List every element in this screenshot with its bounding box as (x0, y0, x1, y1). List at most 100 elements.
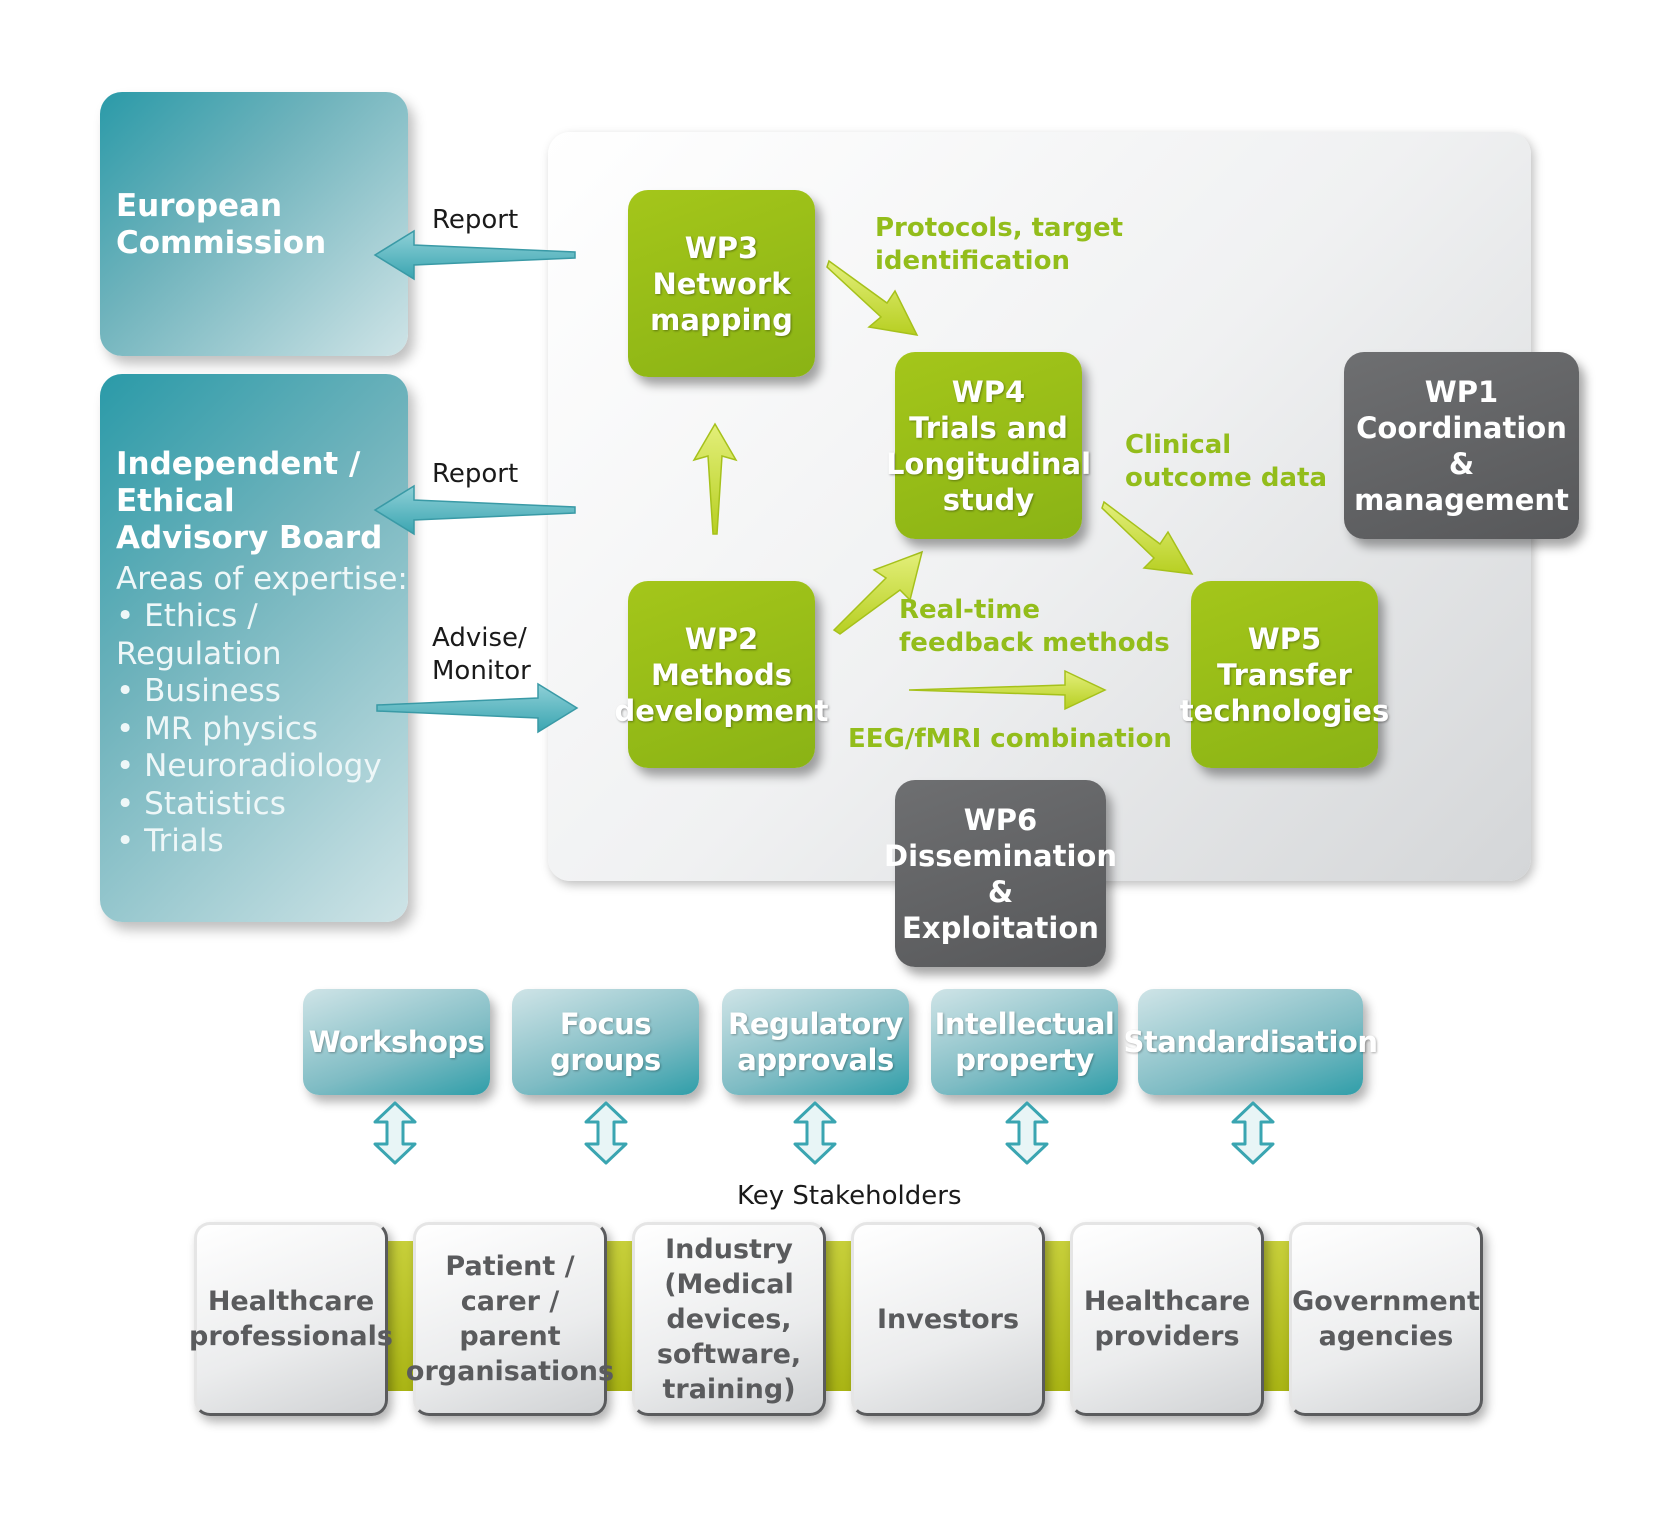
protocols-label-line-2: identification (875, 246, 1070, 276)
stakeholder-label: Industry (665, 1233, 793, 1265)
advisory-board-panel: Independent / Ethical Advisory Board Are… (100, 374, 408, 922)
board-subtitle: Areas of expertise: (116, 561, 408, 597)
wp1-line: Coordination (1356, 410, 1567, 445)
stakeholder-healthcare-professionals: Healthcare professionals (189, 1222, 393, 1416)
activity-focus-groups: Focus groups (512, 989, 699, 1095)
clinical-label: Clinical outcome data (1125, 429, 1327, 495)
wp6-box: WP6 Dissemination & Exploitation (884, 780, 1117, 967)
wp2-line: development (614, 693, 829, 728)
report-label-ec: Report (432, 205, 519, 235)
wp2-box: WP2 Methods development (614, 581, 829, 768)
wp4-line: Trials and (909, 410, 1068, 445)
wp4-line: study (942, 482, 1035, 517)
stakeholder-label: software, (656, 1338, 802, 1370)
stakeholder-label: professionals (189, 1321, 393, 1352)
stakeholder-label: Government (1292, 1286, 1480, 1317)
wp4-line: WP4 (951, 374, 1026, 409)
stakeholder-label: Patient / (445, 1251, 575, 1282)
ec-title-line-2: Commission (116, 225, 327, 261)
wp3-to-wp4-arrow (826, 259, 919, 336)
stakeholders-title: Key Stakeholders (737, 1181, 962, 1211)
stakeholder-label: providers (1094, 1321, 1240, 1352)
up-down-arrow-icon (793, 1101, 837, 1165)
wp1-line: & management (1354, 446, 1569, 517)
stakeholder-label: (Medical (664, 1268, 794, 1300)
protocols-label-line-1: Protocols, target (875, 213, 1124, 243)
wp2-line: WP2 (684, 621, 759, 656)
stakeholder-label: organisations (405, 1356, 615, 1387)
report-arrow-board (373, 484, 576, 536)
eeg-label: EEG/fMRI combination (848, 724, 1172, 754)
stakeholder-label: carer / parent (459, 1286, 561, 1352)
activity-label: property (955, 1043, 1094, 1077)
stakeholder-label: devices, (666, 1303, 792, 1335)
wp5-line: Transfer (1217, 657, 1352, 692)
wp5-line: technologies (1179, 693, 1390, 728)
stakeholder-government-agencies: Government agencies (1289, 1222, 1483, 1416)
board-title-line-2: Ethical (116, 483, 235, 519)
activity-standardisation: Standardisation (1124, 989, 1378, 1095)
expertise-item: Ethics / Regulation (116, 598, 408, 673)
wp6-line: WP6 (963, 802, 1038, 837)
activity-label: approvals (737, 1043, 894, 1077)
wp2-to-wp5-arrow (908, 669, 1107, 711)
expertise-item: MR physics (116, 711, 408, 749)
stakeholder-label: Investors (876, 1303, 1020, 1335)
activity-label: Intellectual (934, 1007, 1115, 1041)
advise-arrow (376, 682, 579, 734)
activity-workshops: Workshops (303, 989, 490, 1095)
advise-label-line-1: Advise/ (432, 623, 527, 653)
stakeholder-investors: Investors (851, 1222, 1045, 1416)
wp2-to-wp4-arrow (832, 550, 924, 635)
stakeholder-label: Healthcare (207, 1286, 375, 1317)
expertise-item: Neuroradiology (116, 748, 408, 786)
expertise-item: Trials (116, 823, 408, 861)
european-commission-panel: European Commission (100, 92, 408, 356)
wp3-line: Network (652, 266, 791, 301)
stakeholder-patient-organisations: Patient / carer / parent organisations (406, 1222, 614, 1416)
up-down-arrow-icon (1005, 1101, 1049, 1165)
stakeholder-industry: Industry (Medical devices, software, tra… (632, 1222, 826, 1416)
stakeholder-healthcare-providers: Healthcare providers (1070, 1222, 1264, 1416)
up-down-arrow-icon (373, 1101, 417, 1165)
expertise-list: Ethics / Regulation Business MR physics … (116, 598, 408, 861)
wp5-box: WP5 Transfer technologies (1180, 581, 1389, 768)
realtime-label-line-2: feedback methods (899, 628, 1170, 658)
wp6-line: & Exploitation (902, 874, 1099, 945)
wp2-line: Methods (651, 657, 792, 692)
expertise-item: Statistics (116, 786, 408, 824)
clinical-label-line-1: Clinical (1125, 430, 1232, 460)
board-title-line-3: Advisory Board (116, 520, 383, 556)
activity-regulatory-approvals: Regulatory approvals (722, 989, 909, 1095)
wp3-box: WP3 Network mapping (628, 190, 815, 377)
wp3-line: mapping (650, 302, 793, 337)
stakeholder-label: Healthcare (1083, 1286, 1251, 1317)
clinical-label-line-2: outcome data (1125, 463, 1327, 493)
activity-label: Regulatory (728, 1007, 903, 1041)
board-title-line-1: Independent / (116, 446, 361, 482)
up-down-arrow-icon (1231, 1101, 1275, 1165)
wp1-line: WP1 (1424, 374, 1499, 409)
wp2-to-wp3-arrow (692, 422, 738, 535)
expertise-item: Business (116, 673, 408, 711)
report-arrow-ec (373, 229, 576, 281)
ec-title-line-1: European (116, 188, 283, 224)
wp6-line: Dissemination (884, 838, 1117, 873)
activity-label: Standardisation (1123, 1025, 1379, 1059)
stakeholder-label: training) (662, 1373, 796, 1405)
realtime-label: Real-time feedback methods (899, 594, 1170, 660)
wp4-box: WP4 Trials and Longitudinal study (886, 352, 1091, 539)
wp3-line: WP3 (684, 230, 759, 265)
up-down-arrow-icon (584, 1101, 628, 1165)
wp5-line: WP5 (1247, 621, 1322, 656)
wp4-line: Longitudinal (885, 446, 1092, 481)
stakeholder-label: agencies (1318, 1321, 1454, 1352)
activity-label: Focus groups (550, 1007, 661, 1077)
wp4-to-wp5-arrow (1101, 500, 1194, 575)
activity-label: Workshops (308, 1025, 485, 1059)
report-label-board: Report (432, 459, 519, 489)
advise-label-line-2: Monitor (432, 656, 531, 686)
wp1-box: WP1 Coordination & management (1344, 352, 1579, 539)
protocols-label: Protocols, target identification (875, 212, 1123, 278)
activity-intellectual-property: Intellectual property (931, 989, 1118, 1095)
